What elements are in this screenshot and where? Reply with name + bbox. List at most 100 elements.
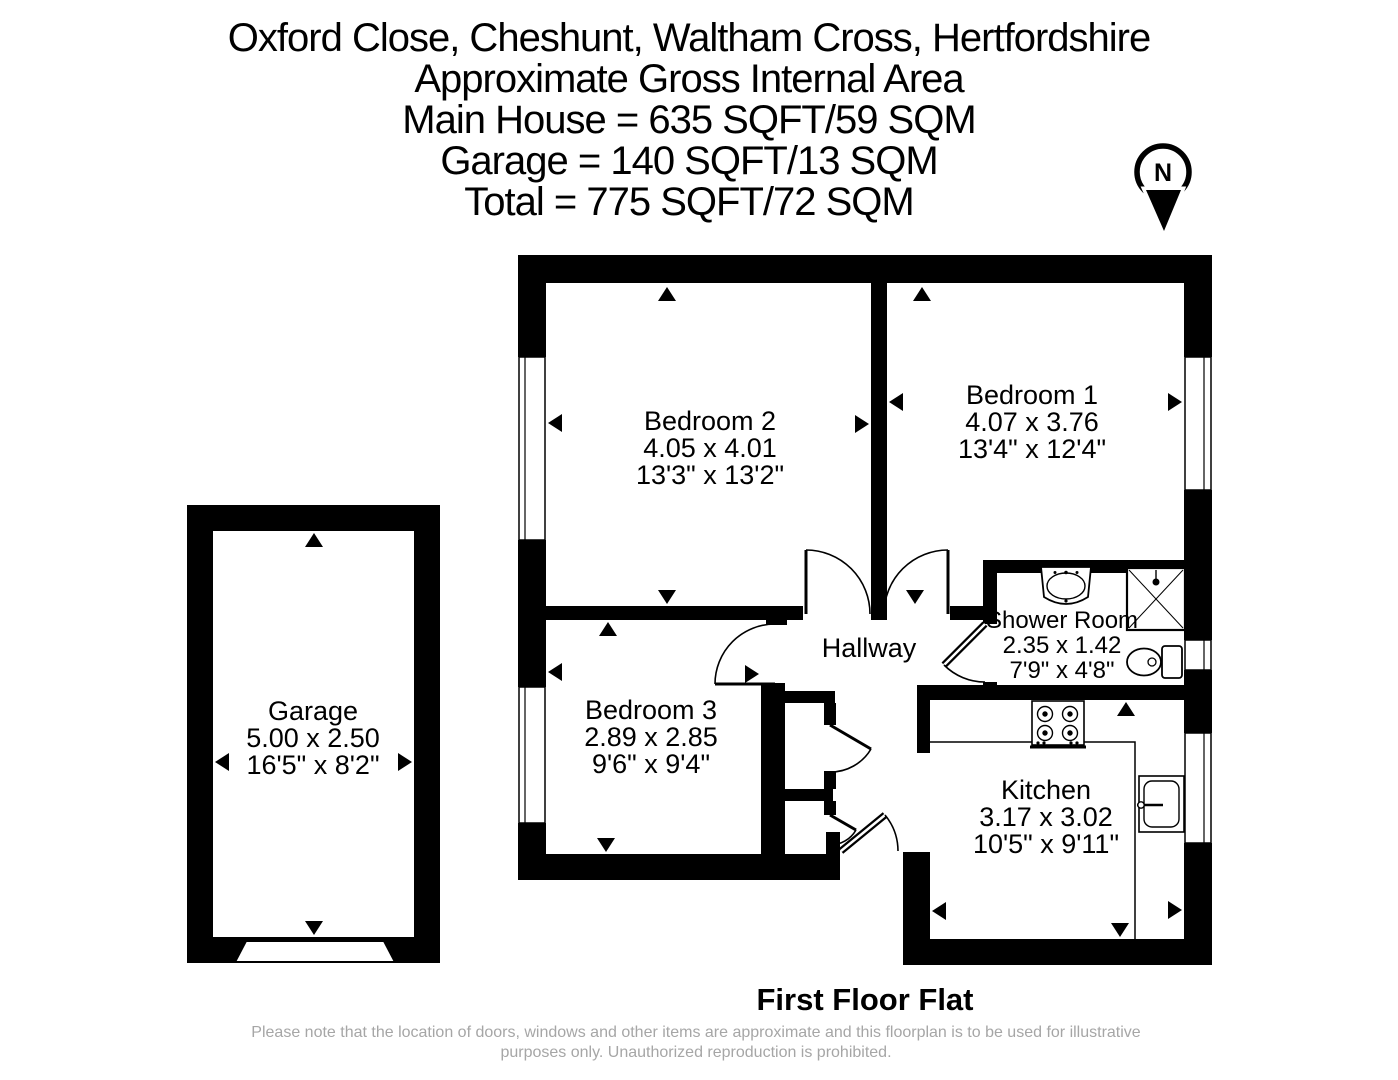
room-name: Kitchen xyxy=(1000,775,1092,805)
dimension-arrow xyxy=(599,622,617,636)
room-name: Shower Room xyxy=(985,607,1139,634)
garage-wall xyxy=(187,505,440,531)
dimension-arrow xyxy=(1117,702,1135,716)
title-block: Oxford Close, Cheshunt, Waltham Cross, H… xyxy=(227,16,1151,224)
garage-structure xyxy=(187,505,440,963)
wall-segment xyxy=(518,540,546,687)
room-dim-metric: 5.00 x 2.50 xyxy=(246,723,380,753)
bedroom3-label: Bedroom 3 2.89 x 2.85 9'6" x 9'4" xyxy=(584,697,718,778)
compass-north-label: N xyxy=(1154,159,1172,187)
cupboard-door-top xyxy=(829,723,872,773)
floor-title: First Floor Flat xyxy=(756,982,974,1017)
bedroom2-label: Bedroom 2 4.05 x 4.01 13'3" x 13'2" xyxy=(636,408,784,489)
dimension-arrow xyxy=(548,663,562,681)
bedroom-divider-wall xyxy=(871,283,887,620)
dimension-arrow xyxy=(597,838,615,852)
dimension-arrow xyxy=(745,665,759,683)
kitchen-window xyxy=(1184,732,1212,844)
bedroom2-window xyxy=(518,356,546,541)
cupboard-wall xyxy=(824,801,836,815)
wall-segment xyxy=(518,255,1212,283)
disclaimer-text: Please note that the location of doors, … xyxy=(251,1023,1140,1063)
dimension-arrow xyxy=(548,414,562,432)
wall-segment xyxy=(518,854,840,880)
room-dim-metric: 4.05 x 4.01 xyxy=(643,433,777,463)
room-dim-metric: 4.07 x 3.76 xyxy=(965,407,1099,437)
wall-segment xyxy=(518,283,546,357)
kitchen-wall xyxy=(917,685,930,753)
wall-segment xyxy=(1184,490,1212,640)
room-dim-imperial: 13'3" x 13'2" xyxy=(635,460,785,490)
bedroom1-label: Bedroom 1 4.07 x 3.76 13'4" x 12'4" xyxy=(958,382,1106,463)
room-dim-imperial: 9'6" x 9'4" xyxy=(591,749,711,779)
shower-room-window xyxy=(1184,639,1212,671)
shower-icon xyxy=(1125,566,1187,632)
room-name: Bedroom 2 xyxy=(643,406,777,436)
dimension-arrow xyxy=(906,590,924,604)
wall-segment xyxy=(1184,670,1212,733)
cupboard-wall xyxy=(824,703,836,725)
wall-segment xyxy=(1184,283,1212,357)
dimension-arrow xyxy=(889,393,903,411)
disclaimer-line2: purposes only. Unauthorized reproduction… xyxy=(500,1044,892,1061)
dimension-arrows xyxy=(215,287,1182,937)
room-dim-imperial: 16'5" x 8'2" xyxy=(246,750,380,780)
room-dim-imperial: 10'5" x 9'11" xyxy=(972,829,1120,859)
dimension-arrow xyxy=(1168,393,1182,411)
garage-wall xyxy=(187,505,213,963)
dimension-arrow xyxy=(658,590,676,604)
hallway-label: Hallway xyxy=(821,633,917,663)
title-address: Oxford Close, Cheshunt, Waltham Cross, H… xyxy=(227,16,1151,60)
garage-label: Garage 5.00 x 2.50 16'5" x 8'2" xyxy=(246,698,380,779)
cupboard-wall xyxy=(785,789,833,801)
wall-segment xyxy=(903,939,1212,965)
room-name: Bedroom 1 xyxy=(965,380,1099,410)
fixtures xyxy=(930,566,1187,939)
room-dim-imperial: 7'9" x 4'8" xyxy=(1009,657,1115,684)
disclaimer-line1: Please note that the location of doors, … xyxy=(251,1024,1141,1041)
cupboard-wall xyxy=(785,691,835,703)
main-house-walls xyxy=(518,255,1212,965)
room-name: Bedroom 3 xyxy=(584,695,718,725)
room-name: Garage xyxy=(267,696,359,726)
dimension-arrow xyxy=(913,287,931,301)
kitchen-sink-icon xyxy=(1137,775,1185,833)
garage-wall xyxy=(414,505,440,963)
cupboard-wall xyxy=(824,771,836,789)
north-compass-icon: N xyxy=(1134,143,1192,240)
room-dim-metric: 2.89 x 2.85 xyxy=(584,722,718,752)
bedroom3-window xyxy=(518,686,546,824)
wall-segment xyxy=(766,606,787,625)
toilet-icon xyxy=(1126,645,1183,679)
wall-segment xyxy=(761,683,785,854)
kitchen-label: Kitchen 3.17 x 3.02 10'5" x 9'11" xyxy=(973,777,1119,858)
doors xyxy=(714,549,988,854)
bedroom1-door xyxy=(883,549,950,615)
windows xyxy=(518,356,1212,844)
entrance-door xyxy=(838,812,899,854)
dimension-arrow xyxy=(855,415,869,433)
bedroom2-door xyxy=(804,549,871,615)
kitchen-wall xyxy=(917,685,1184,700)
dimension-arrow xyxy=(398,753,412,771)
dimension-arrow xyxy=(305,533,323,547)
interior-walls xyxy=(546,283,1184,854)
bathroom-sink-icon xyxy=(1040,566,1092,605)
room-dim-metric: 3.17 x 3.02 xyxy=(979,802,1113,832)
dimension-arrow xyxy=(1111,923,1129,937)
title-total-area: Total = 775 SQFT/72 SQM xyxy=(464,180,914,224)
title-gia: Approximate Gross Internal Area xyxy=(414,57,964,101)
title-main-house-area: Main House = 635 SQFT/59 SQM xyxy=(402,98,976,142)
dimension-arrow xyxy=(932,902,946,920)
garage-door-icon xyxy=(233,940,397,963)
dimension-arrow xyxy=(305,921,323,935)
cupboard-wall xyxy=(826,832,840,854)
bedroom3-door xyxy=(714,623,776,686)
dimension-arrow xyxy=(1168,901,1182,919)
hob-icon xyxy=(1030,700,1086,749)
wall-segment xyxy=(546,606,803,620)
dimension-arrow xyxy=(215,753,229,771)
bedroom1-window xyxy=(1184,356,1212,491)
